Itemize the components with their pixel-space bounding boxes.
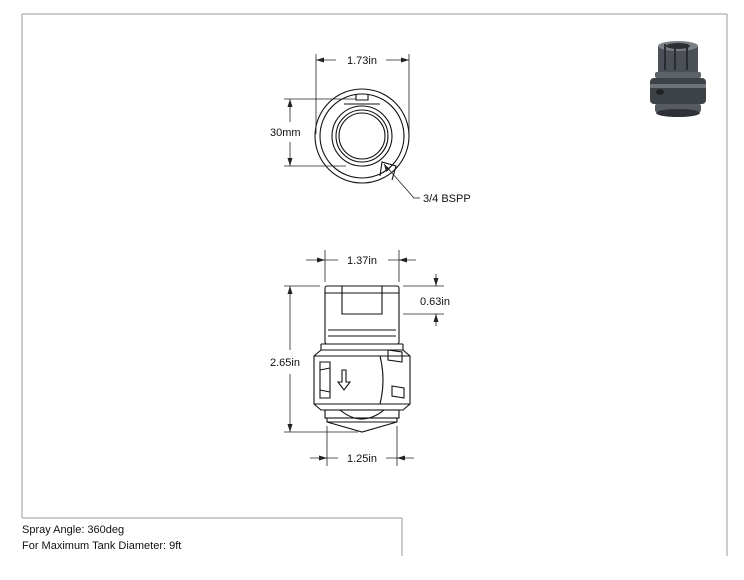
dim-top-width: 1.73in — [347, 55, 377, 67]
dim-side-cap-height: 0.63in — [420, 296, 450, 308]
dim-top-height: 30mm — [270, 127, 301, 139]
side-view-dimensions — [284, 250, 444, 466]
spray-angle-note: Spray Angle: 360deg — [22, 524, 125, 536]
tank-diameter-note: For Maximum Tank Diameter: 9ft — [22, 540, 182, 552]
dim-side-bottom-width: 1.25in — [347, 453, 377, 465]
side-view-arrowheads — [287, 257, 439, 461]
top-view — [314, 88, 410, 184]
side-view — [313, 285, 411, 433]
dim-side-top-width: 1.37in — [347, 255, 377, 267]
product-thumbnail — [650, 41, 706, 117]
dim-side-total-height: 2.65in — [270, 357, 300, 369]
top-view-arrowheads — [287, 57, 409, 172]
sheet-frame — [21, 13, 728, 556]
dim-thread: 3/4 BSPP — [423, 193, 471, 205]
